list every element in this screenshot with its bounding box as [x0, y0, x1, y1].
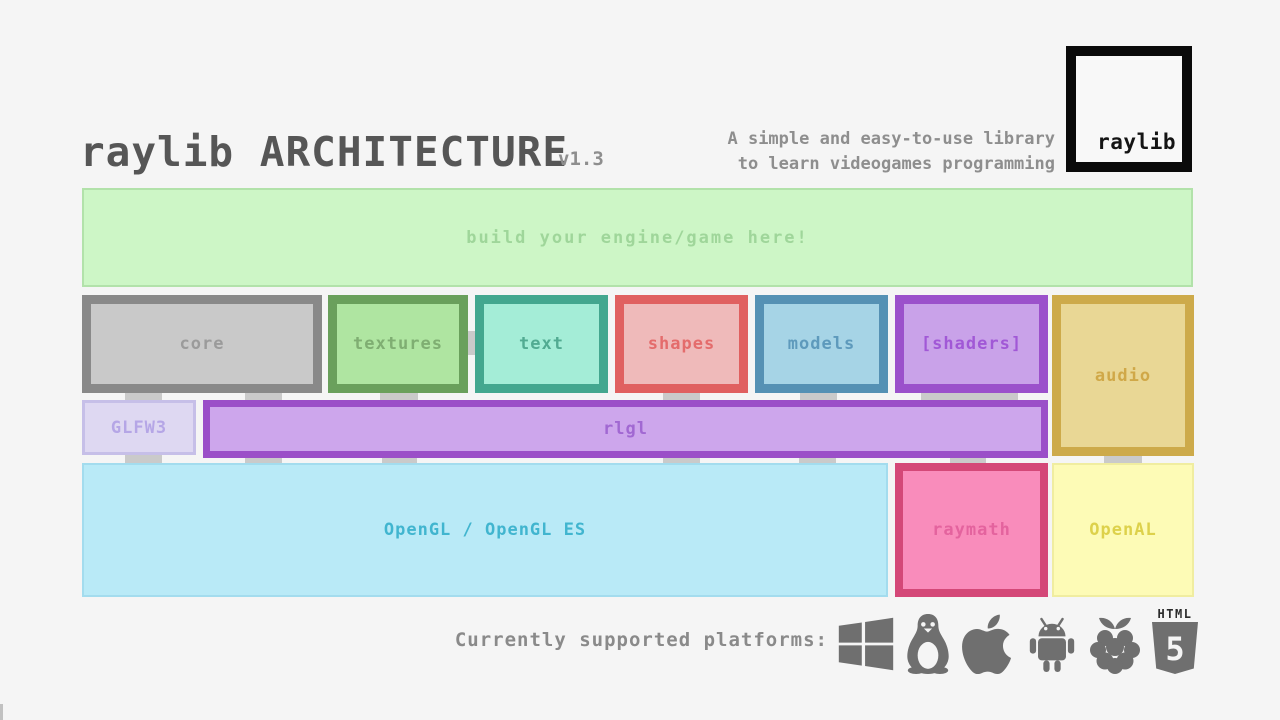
openal-label: OpenAL [1089, 520, 1157, 540]
module-textures: textures [328, 295, 468, 393]
raylib-logo: raylib [1066, 46, 1192, 172]
module-shaders: [shaders] [895, 295, 1048, 393]
linux-icon [907, 614, 949, 674]
connector-tab [380, 390, 418, 401]
engine-box-label: build your engine/game here! [466, 227, 809, 248]
tagline-line1: A simple and easy-to-use library [727, 129, 1055, 149]
opengl-box: OpenGL / OpenGL ES [82, 463, 888, 597]
html5-word: HTML [1157, 607, 1193, 621]
edge-artifact [0, 704, 3, 720]
apple-icon [962, 614, 1012, 674]
rlgl-box: rlgl [203, 400, 1048, 458]
platform-icons: HTML 5 [836, 604, 1199, 674]
module-text-label: text [519, 334, 564, 354]
html5-number: 5 [1165, 630, 1184, 668]
openal-box: OpenAL [1052, 463, 1194, 597]
module-textures-label: textures [353, 334, 443, 354]
module-audio: audio [1052, 295, 1194, 456]
raymath-box: raymath [895, 463, 1048, 597]
engine-box: build your engine/game here! [82, 188, 1193, 287]
module-core: core [82, 295, 322, 393]
connector-tab [921, 390, 1018, 401]
android-icon [1029, 617, 1075, 672]
rlgl-label: rlgl [603, 419, 648, 439]
raspberry-pi-icon [1090, 617, 1140, 674]
module-audio-label: audio [1094, 365, 1152, 386]
module-core-label: core [179, 334, 225, 354]
connector-tab [125, 452, 162, 464]
connector-tab [663, 390, 700, 401]
version-label: v1.3 [558, 148, 604, 170]
module-models-label: models [787, 334, 856, 354]
opengl-label: OpenGL / OpenGL ES [383, 520, 587, 540]
html5-shield: 5 [1152, 622, 1198, 674]
windows-icon [838, 617, 894, 671]
connector-tab [125, 390, 162, 401]
raymath-label: raymath [932, 520, 1011, 540]
tagline: A simple and easy-to-use library to lear… [727, 127, 1055, 177]
html5-icon: HTML 5 [1151, 608, 1199, 674]
module-shapes: shapes [615, 295, 748, 393]
glfw3-label: GLFW3 [110, 417, 168, 438]
module-shaders-label: [shaders] [920, 334, 1023, 354]
page-title: raylib ARCHITECTURE [80, 128, 568, 176]
connector-tab [245, 390, 282, 401]
tagline-line2: to learn videogames programming [737, 154, 1055, 174]
platforms-label: Currently supported platforms: [454, 629, 828, 651]
module-shapes-label: shapes [647, 334, 716, 354]
module-text: text [475, 295, 608, 393]
glfw3-box: GLFW3 [82, 400, 196, 455]
module-models: models [755, 295, 888, 393]
connector-tab [800, 390, 837, 401]
raylib-logo-text: raylib [1097, 130, 1176, 154]
